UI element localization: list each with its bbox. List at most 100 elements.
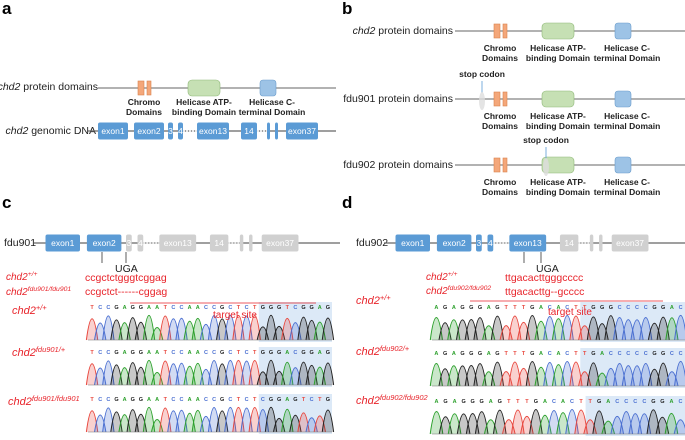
panel-d-trace1-peak <box>674 315 685 341</box>
panel-d-trace2-base-call: A <box>487 351 491 357</box>
panel-c-gene-exon-box <box>126 234 132 252</box>
panel-b-row3-helicase-cterm-domain <box>614 156 632 174</box>
panel-b-row-label: fdu902 protein domains <box>343 159 453 171</box>
panel-d-trace3-base-call: T <box>525 399 529 405</box>
panel-d-trace-label: chd2fdu902/+ <box>356 344 410 358</box>
panel-c-trace1-base-call: C <box>212 305 216 311</box>
panel-b-row2-helicase-atp-domain <box>541 90 575 108</box>
panel-d-trace2-base-call: C <box>618 351 622 357</box>
panel-c-trace1-base-call: A <box>318 305 322 311</box>
panel-c-trace1-base-call: C <box>171 305 175 311</box>
panel-c-trace3-base-call: G <box>269 397 273 403</box>
panel-c-trace1-base-call: T <box>253 305 257 311</box>
panel-d-allele-label: fdu902 <box>356 237 388 249</box>
panel-b-row2-helicase-cterm-domain <box>614 90 632 108</box>
panel-a-dna-exon-box <box>197 122 229 140</box>
panel-b-row2-domain-label: Chromo <box>484 111 517 121</box>
panel-c-label: c <box>2 193 11 212</box>
panel-c-trace2-base-call: G <box>139 350 143 356</box>
panel-c-trace1-base-call: G <box>139 305 143 311</box>
panel-c-gene-exon-label: exon1 <box>51 238 74 248</box>
panel-d-trace2-peak <box>508 361 522 387</box>
panel-a-dna-exon-box <box>98 122 128 140</box>
panel-d-trace1-peak <box>429 317 443 341</box>
panel-d-trace1-base-call: C <box>626 305 630 311</box>
panel-c-trace1-base-call: A <box>196 305 200 311</box>
panel-a-protein-chromo-domain-2 <box>146 80 152 96</box>
panel-c-trace2-base-call: C <box>228 350 232 356</box>
panel-c-trace3-base-call: T <box>237 397 241 403</box>
panel-d-trace3-base-call: C <box>615 399 619 405</box>
panel-c-mut-label: chd2fdu901/fdu901 <box>6 286 71 298</box>
panel-c-trace1-base-call: T <box>90 305 94 311</box>
panel-a-protein-chromo-domain-1 <box>137 80 145 96</box>
panel-d-trace3-base-call: C <box>624 399 628 405</box>
panel-c-trace3-peak <box>85 410 99 433</box>
panel-c-trace1-peak <box>321 317 335 341</box>
panel-c-trace3-base-call: G <box>293 397 297 403</box>
panel-c-trace3-base-call: T <box>164 397 168 403</box>
panel-c-trace2-base-call: C <box>98 350 102 356</box>
panel-a-dna-exon-label: 4 <box>178 126 183 136</box>
panel-d-trace3-peak <box>529 409 543 435</box>
panel-c-trace1-peak <box>281 317 294 341</box>
panel-d-trace3-peak <box>429 411 444 435</box>
panel-c-trace2-base-call: A <box>155 350 159 356</box>
panel-c-trace-label: chd2+/+ <box>12 303 47 317</box>
panel-c-trace1-peak <box>126 317 139 341</box>
panel-b-row3-domain-label: Chromo <box>484 177 517 187</box>
panel-d-trace3-base-call: G <box>480 399 484 405</box>
panel-c-trace2-base-call: G <box>261 350 265 356</box>
panel-d-trace3-base-call: A <box>543 399 547 405</box>
panel-d-trace3-base-call: T <box>588 399 592 405</box>
panel-c-trace3-base-call: C <box>228 397 232 403</box>
panel-a-domain-label: Helicase ATP- <box>176 97 232 107</box>
panel-c-trace2-base-call: A <box>285 350 289 356</box>
panel-d-gene-exon-box <box>599 234 603 252</box>
panel-d-trace1-base-call: G <box>478 305 482 311</box>
panel-c-trace1-base-call: G <box>220 305 224 311</box>
panel-d-trace3-base-call: G <box>534 399 538 405</box>
panel-c-gene-exon-label: 4 <box>138 238 143 248</box>
panel-d-trace1-base-call: G <box>495 305 499 311</box>
panel-c-trace3-peak <box>297 412 310 433</box>
panel-a-label: a <box>2 0 12 18</box>
panel-d-trace2-base-call: T <box>574 351 578 357</box>
panel-c-trace3-base-call: C <box>106 397 110 403</box>
panel-a-domain-label: terminal Domain <box>239 107 306 117</box>
panel-c-trace3-base-call: G <box>114 397 118 403</box>
panel-d-trace3-peak <box>673 419 685 435</box>
panel-d-trace3-base-call: C <box>642 399 646 405</box>
panel-c-trace1-base-call: C <box>228 305 232 311</box>
panel-b-label: b <box>342 0 352 18</box>
panel-c-trace3-base-call: G <box>139 397 143 403</box>
panel-d-trace2-base-call: C <box>565 351 569 357</box>
panel-d-trace3-base-call: T <box>579 399 583 405</box>
panel-b-row3-domain-label: Domains <box>482 187 518 197</box>
panel-d-trace2-base-call: G <box>469 351 473 357</box>
panel-b-row1-domain-label: Chromo <box>484 43 517 53</box>
panel-d-trace1-peak <box>508 315 522 341</box>
panel-c-trace1-base-call: C <box>106 305 110 311</box>
panel-b-row2-chromo-domain-1 <box>493 91 501 107</box>
panel-d-trace1-base-call: A <box>452 305 456 311</box>
panel-c-trace1-base-call: T <box>237 305 241 311</box>
panel-c-trace3-base-call: G <box>131 397 135 403</box>
panel-b-row3-chromo-domain-1 <box>493 157 501 173</box>
panel-d-trace1-base-call: T <box>522 305 526 311</box>
panel-d-trace1-base-call: T <box>513 305 517 311</box>
panel-c-trace2-base-call: C <box>204 350 208 356</box>
panel-d-trace1-base-call: A <box>670 305 674 311</box>
panel-d-trace3-base-call: G <box>597 399 601 405</box>
panel-d-trace1-base-call: A <box>434 305 438 311</box>
panel-d-trace1-base-call: T <box>583 305 587 311</box>
panel-c-trace2-peak <box>85 363 99 386</box>
panel-d-trace2-base-call: C <box>626 351 630 357</box>
panel-d-trace2-base-call: G <box>478 351 482 357</box>
panel-c-trace1-base-call: C <box>180 305 184 311</box>
panel-c-trace2-peak <box>102 360 115 386</box>
panel-c-trace3-base-call: C <box>171 397 175 403</box>
panel-d-trace2-base-call: A <box>557 351 561 357</box>
panel-c-trace3-base-call: T <box>90 397 94 403</box>
